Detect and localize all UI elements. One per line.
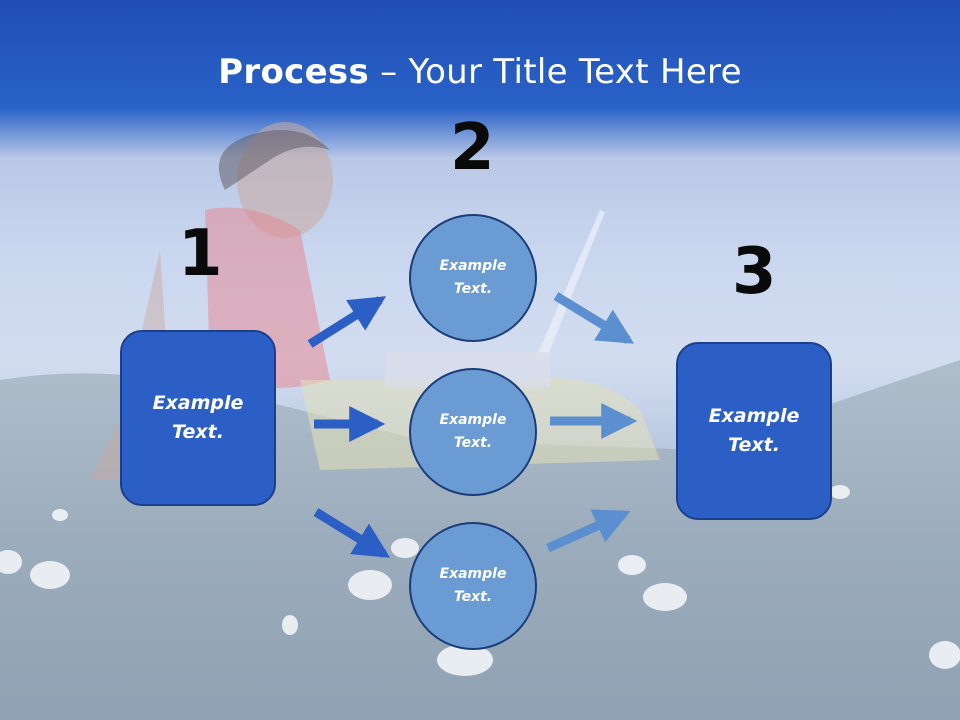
slide-title: Process – Your Title Text Here xyxy=(0,52,960,92)
right-box-text: Example Text. xyxy=(708,405,800,456)
circle-bottom-text: Example Text. xyxy=(439,566,507,605)
title-rest: – Your Title Text Here xyxy=(369,52,742,92)
circle-top[interactable]: Example Text. xyxy=(409,214,537,342)
right-box[interactable]: Example Text. xyxy=(676,342,832,520)
circle-top-text: Example Text. xyxy=(439,258,507,297)
title-bold: Process xyxy=(218,52,370,92)
arrow-left-to-bottom xyxy=(313,508,391,558)
step-number-1: 1 xyxy=(178,217,223,291)
arrow-bottom-to-right xyxy=(546,509,631,553)
step-number-3: 3 xyxy=(732,235,777,309)
step-number-2: 2 xyxy=(450,111,495,185)
arrow-left-to-top xyxy=(307,296,387,348)
circle-middle-text: Example Text. xyxy=(439,412,507,451)
left-box[interactable]: Example Text. xyxy=(120,330,276,506)
circle-middle[interactable]: Example Text. xyxy=(409,368,537,496)
arrow-top-to-right xyxy=(553,292,635,344)
left-box-text: Example Text. xyxy=(152,392,244,443)
circle-bottom[interactable]: Example Text. xyxy=(409,522,537,650)
